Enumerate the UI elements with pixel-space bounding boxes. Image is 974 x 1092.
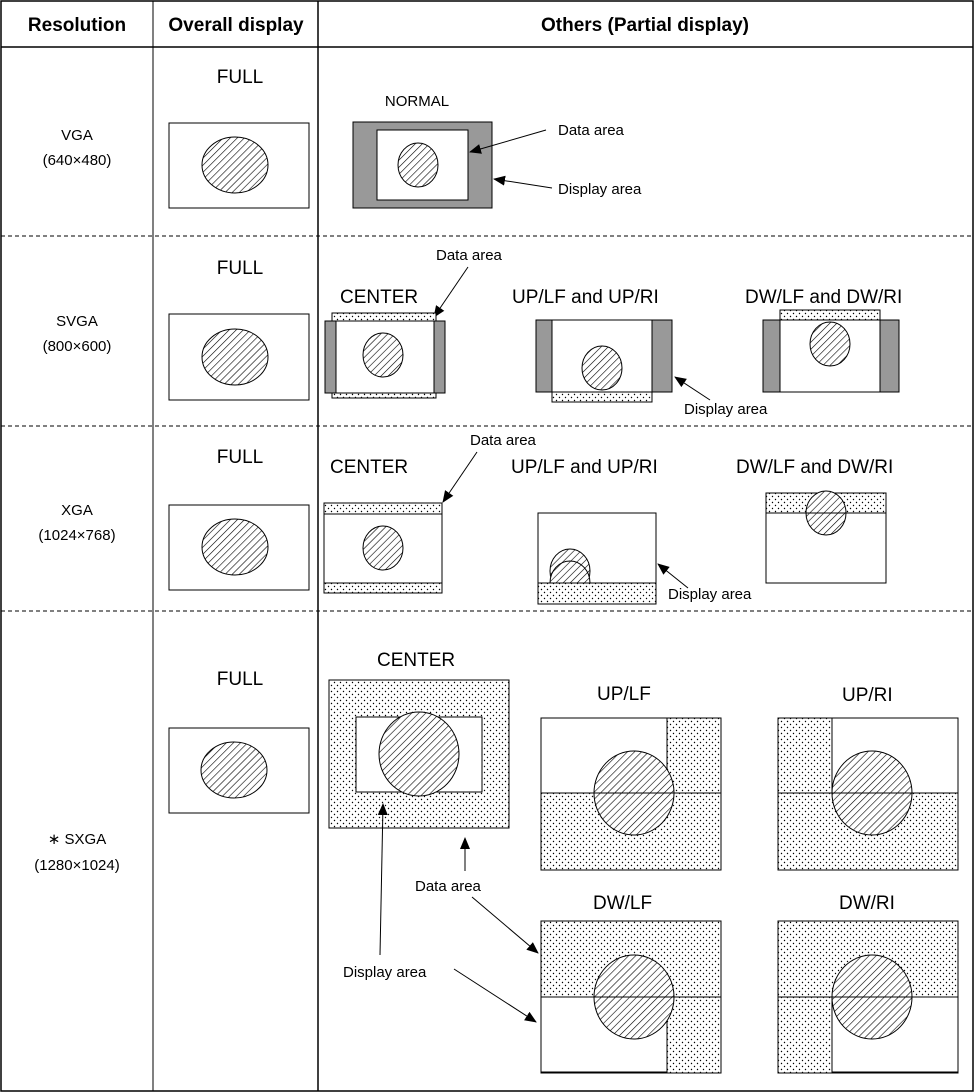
full-label: FULL (217, 669, 263, 690)
mode-dw-lf-label: DW/LF (593, 893, 652, 914)
xga-center: Data area CENTER (323, 432, 537, 594)
vga-normal: NORMAL Data area Display area (352, 93, 642, 209)
mode-dw-label: DW/LF and DW/RI (736, 457, 893, 478)
sxga-up-ri: UP/RI (777, 685, 959, 871)
full-sxga: FULL (168, 669, 310, 814)
arrow (493, 175, 553, 189)
image-ellipse (362, 525, 404, 571)
res-xga-pixels: (1024×768) (38, 527, 115, 544)
svga-dw-lf-dw-ri: DW/LF and DW/RI (745, 287, 902, 393)
mode-up-label: UP/LF and UP/RI (511, 457, 658, 478)
res-sxga-name: ∗ SXGA (48, 831, 106, 848)
data-area-label: Data area (470, 432, 537, 449)
full-label: FULL (217, 447, 263, 468)
header-others: Others (Partial display) (541, 15, 749, 36)
xga-dw-lf-dw-ri: DW/LF and DW/RI (736, 457, 893, 584)
display-area-label: Display area (684, 401, 768, 418)
data-area-label: Data area (558, 122, 625, 139)
image-ellipse (201, 518, 269, 576)
arrow (377, 803, 388, 956)
mode-normal-label: NORMAL (385, 93, 449, 110)
mode-center-label: CENTER (377, 650, 455, 671)
data-area-label: Data area (436, 247, 503, 264)
image-ellipse (378, 711, 460, 797)
full-svga: FULL (168, 258, 310, 401)
arrow (469, 129, 547, 154)
svga-center: Data area CENTER (324, 247, 503, 399)
res-xga-name: XGA (61, 502, 93, 519)
mode-dw-label: DW/LF and DW/RI (745, 287, 902, 308)
sxga-dw-ri: DW/RI (777, 893, 959, 1074)
xga-up-lf-up-ri: UP/LF and UP/RI Display area (511, 457, 752, 605)
image-ellipse (805, 512, 847, 536)
arrow (674, 376, 711, 401)
mode-up-label: UP/LF and UP/RI (512, 287, 659, 308)
res-vga-name: VGA (61, 127, 93, 144)
full-label: FULL (217, 258, 263, 279)
image-ellipse (397, 142, 439, 188)
arrow (442, 451, 478, 503)
res-svga-name: SVGA (56, 313, 98, 330)
arrow (453, 968, 537, 1023)
sxga-center: CENTER (328, 650, 510, 829)
image-ellipse (201, 136, 269, 194)
mode-center-label: CENTER (340, 287, 418, 308)
image-ellipse (581, 345, 623, 391)
header-resolution: Resolution (28, 15, 126, 36)
image-ellipse (200, 741, 268, 799)
image-ellipse (201, 328, 269, 386)
arrow (471, 896, 539, 954)
data-area-label: Data area (415, 878, 482, 895)
mode-dw-ri-label: DW/RI (839, 893, 895, 914)
sxga-dw-lf: DW/LF (540, 893, 722, 1074)
display-area-label: Display area (558, 181, 642, 198)
svga-up-lf-up-ri: UP/LF and UP/RI Display area (512, 287, 768, 418)
sxga-annotations: Data area Display area (343, 803, 539, 1023)
sxga-up-lf: UP/LF (540, 684, 722, 871)
image-ellipse (549, 560, 591, 584)
mode-up-ri-label: UP/RI (842, 685, 893, 706)
res-vga-pixels: (640×480) (43, 152, 112, 169)
mode-up-lf-label: UP/LF (597, 684, 651, 705)
display-area-label: Display area (343, 964, 427, 981)
image-ellipse (809, 321, 851, 367)
full-xga: FULL (168, 447, 310, 591)
header-overall-display: Overall display (168, 15, 304, 36)
res-sxga-pixels: (1280×1024) (34, 857, 120, 874)
full-vga: FULL (168, 67, 310, 209)
arrow (657, 563, 689, 589)
image-ellipse (362, 332, 404, 378)
res-svga-pixels: (800×600) (43, 338, 112, 355)
arrow (433, 266, 469, 318)
full-label: FULL (217, 67, 263, 88)
mode-center-label: CENTER (330, 457, 408, 478)
display-area-label: Display area (668, 586, 752, 603)
